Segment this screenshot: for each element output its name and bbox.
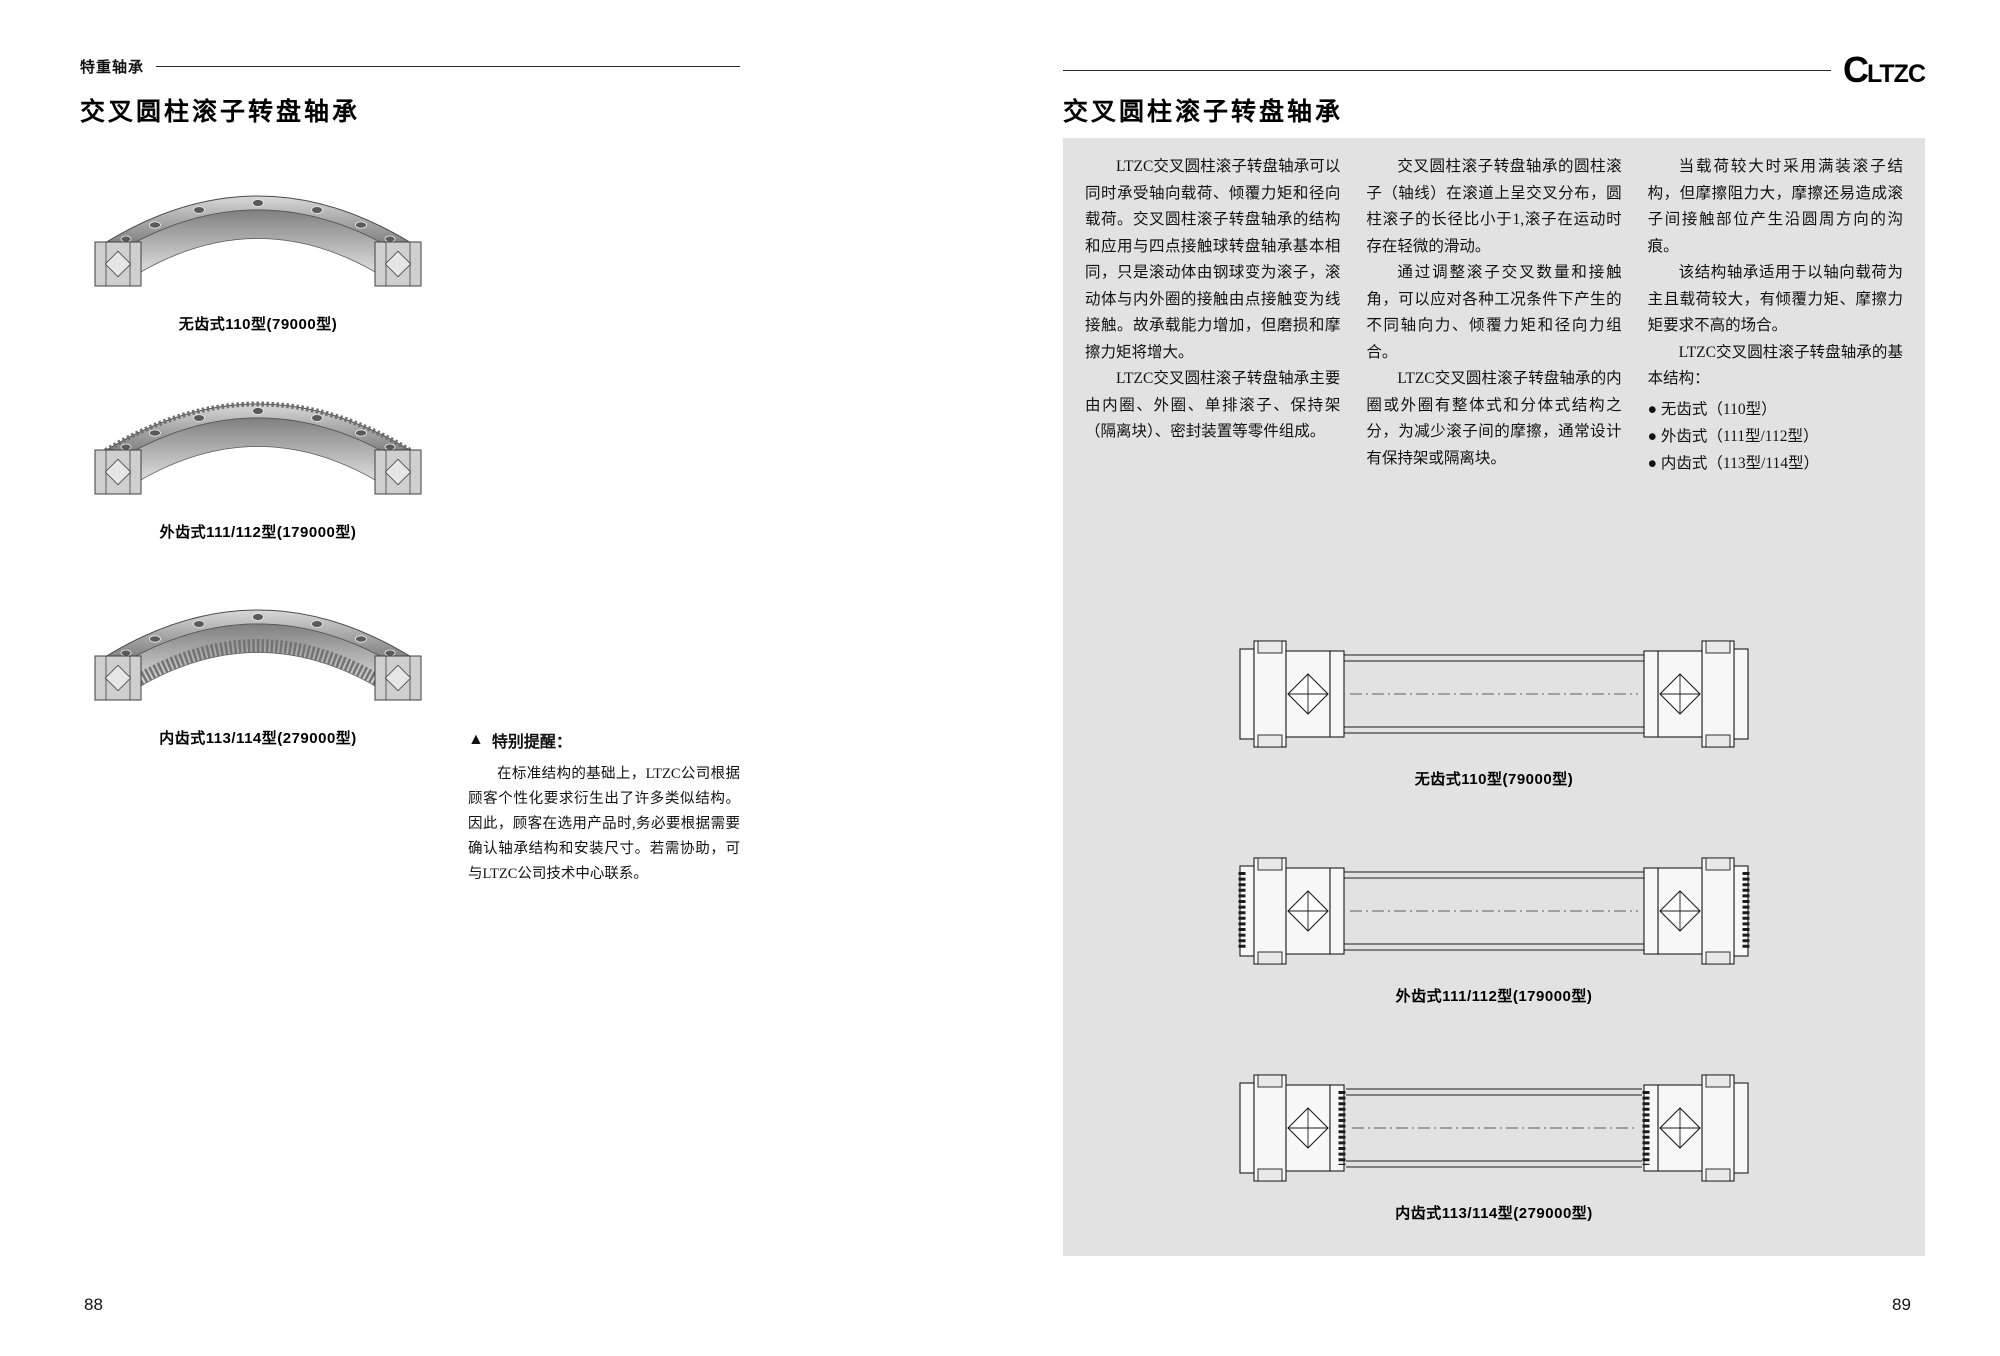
left-figure-111-112: 外齿式111/112型(179000型) [88,378,428,542]
right-figure-111-112: 外齿式111/112型(179000型) [1063,852,1925,1006]
section-end-left [94,449,142,495]
paragraph: 交叉圆柱滚子转盘轴承的圆柱滚子（轴线）在滚道上呈交叉分布，圆柱滚子的长径比小于1… [1366,158,1622,255]
external-teeth-icon [95,401,421,459]
note-title: 特别提醒： [491,734,572,751]
special-note: ▲ 特别提醒： 在标准结构的基础上，LTZC公司根据顾客个性化要求衍生出了许多类… [468,728,740,887]
paragraph: 通过调整滚子交叉数量和接触角，可以应对各种工况条件下产生的不同轴向力、倾覆力矩和… [1366,264,1622,361]
text-columns: LTZC交叉圆柱滚子转盘轴承可以同时承受轴向载荷、倾覆力矩和径向载荷。交叉圆柱滚… [1085,154,1903,477]
paragraph: LTZC交叉圆柱滚子转盘轴承的内圈或外圈有整体式和分体式结构之分，为减少滚子间的… [1366,370,1622,467]
crossed-roller-icon [104,458,132,486]
section-end-left [94,241,142,287]
figure-caption: 外齿式111/112型(179000型) [1395,988,1593,1005]
right-figure-113-114: 内齿式113/114型(279000型) [1063,1069,1925,1223]
figure-caption: 无齿式110型(79000型) [178,316,338,333]
bearing-render-113-114 [94,609,422,701]
note-title-row: ▲ 特别提醒： [468,728,740,752]
paragraph: 该结构轴承适用于以轴向载荷为主且载荷较大，有倾覆力矩、摩擦力矩要求不高的场合。 [1647,264,1903,334]
note-body: 在标准结构的基础上，LTZC公司根据顾客个性化要求衍生出了许多类似结构。因此，顾… [468,766,740,882]
logo-text: LTZC [1866,59,1926,88]
structure-list: ● 无齿式（110型） ● 外齿式（111型/112型） ● 内齿式（113型/… [1648,396,1903,477]
page-number-right: 89 [1892,1295,1911,1314]
section-end-right [374,241,422,287]
page-number-left: 88 [84,1295,103,1314]
paragraph: 当载荷较大时采用满装滚子结构，但摩擦阻力大，摩擦还易造成滚子间接触部位产生沿圆周… [1647,158,1903,255]
bolt-holes-icon [120,199,396,243]
crossed-roller-icon [104,250,132,278]
cross-section-113-114 [1234,1069,1754,1187]
section-label: 特重轴承 [80,59,145,76]
list-item: ● 无齿式（110型） [1647,400,1777,418]
paragraph: LTZC交叉圆柱滚子转盘轴承的基本结构： [1647,343,1903,388]
bearing-render-110 [94,195,422,287]
crossed-roller-icon [384,250,412,278]
left-figure-110: 无齿式110型(79000型) [88,170,428,334]
logo-c-icon: C [1842,48,1869,90]
crossed-roller-icon [384,664,412,692]
section-end-right [374,449,422,495]
cross-section-110 [1239,640,1749,748]
warning-triangle-icon: ▲ [468,731,484,748]
figure-caption: 内齿式113/114型(279000型) [1395,1205,1593,1222]
cross-section-111-112 [1234,852,1754,970]
crossed-roller-icon [104,664,132,692]
right-page-title: 交叉圆柱滚子转盘轴承 [1063,98,1344,126]
bolt-holes-icon [120,407,396,451]
list-item: ● 内齿式（113型/114型） [1647,454,1820,472]
header-rule [1063,69,1831,71]
header-rule [156,66,740,67]
text-column-1: LTZC交叉圆柱滚子转盘轴承可以同时承受轴向载荷、倾覆力矩和径向载荷。交叉圆柱滚… [1085,154,1340,477]
brand-logo: C LTZC [1842,48,1926,90]
left-figure-113-114: 内齿式113/114型(279000型) [88,584,428,748]
left-page-title: 交叉圆柱滚子转盘轴承 [80,98,361,126]
list-item: ● 外齿式（111型/112型） [1647,427,1819,445]
paragraph: LTZC交叉圆柱滚子转盘轴承可以同时承受轴向载荷、倾覆力矩和径向载荷。交叉圆柱滚… [1085,158,1341,361]
figure-caption: 无齿式110型(79000型) [1414,771,1574,788]
paragraph: LTZC交叉圆柱滚子转盘轴承主要由内圈、外圈、单排滚子、保持架（隔离块）、密封装… [1085,370,1341,440]
content-panel: LTZC交叉圆柱滚子转盘轴承可以同时承受轴向载荷、倾覆力矩和径向载荷。交叉圆柱滚… [1063,138,1925,1256]
section-end-right [374,655,422,701]
internal-teeth-icon [135,639,381,686]
bearing-render-111-112 [94,401,422,495]
right-page-header: C LTZC [1063,48,1926,92]
right-figure-110: 无齿式110型(79000型) [1063,635,1925,789]
text-column-3: 当载荷较大时采用满装滚子结构，但摩擦阻力大，摩擦还易造成滚子间接触部位产生沿圆周… [1648,154,1903,477]
text-column-2: 交叉圆柱滚子转盘轴承的圆柱滚子（轴线）在滚道上呈交叉分布，圆柱滚子的长径比小于1… [1366,154,1621,477]
left-page-header: 特重轴承 [80,56,740,77]
crossed-roller-icon [384,458,412,486]
figure-caption: 内齿式113/114型(279000型) [159,730,357,747]
figure-caption: 外齿式111/112型(179000型) [159,524,357,541]
section-end-left [94,655,142,701]
